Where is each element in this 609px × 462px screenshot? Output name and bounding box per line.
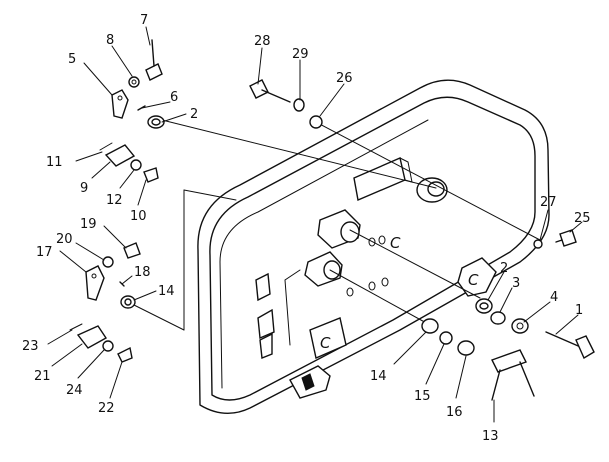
callout-7: 7: [140, 13, 148, 28]
callout-2-upper: 2: [190, 107, 198, 122]
callout-5: 5: [68, 52, 76, 67]
callout-16: 16: [446, 405, 463, 420]
callout-1: 1: [575, 303, 583, 318]
loose-parts: [69, 39, 595, 401]
callout-26: 26: [336, 71, 353, 86]
callout-19: 19: [80, 217, 97, 232]
callout-17: 17: [36, 245, 53, 260]
callout-15: 15: [414, 389, 431, 404]
callout-2-right: 2: [500, 261, 508, 276]
assembly-lines: [133, 119, 541, 331]
callout-21: 21: [34, 369, 51, 384]
panel-mark-upper: C: [390, 234, 401, 252]
callout-3: 3: [512, 276, 520, 291]
callout-8: 8: [106, 33, 114, 48]
callout-18: 18: [134, 265, 151, 280]
callout-20: 20: [56, 232, 73, 247]
callout-14-center: 14: [370, 369, 387, 384]
callout-labels: 1 2 2 3 4 5 6 7 8 9 10 11 12 13 14 14 15…: [22, 13, 591, 444]
panel-mark-pad: C: [320, 334, 331, 352]
callout-25: 25: [574, 211, 591, 226]
callout-11: 11: [46, 155, 63, 170]
panel-mark-bracket: C: [468, 271, 479, 289]
callout-10: 10: [130, 209, 147, 224]
housing: [197, 79, 550, 414]
callout-12: 12: [106, 193, 123, 208]
callout-29: 29: [292, 47, 309, 62]
callout-4: 4: [550, 290, 558, 305]
callout-6: 6: [170, 90, 178, 105]
callout-24: 24: [66, 383, 83, 398]
panel-marks: C C C: [320, 234, 479, 352]
callout-27: 27: [540, 195, 557, 210]
callout-28: 28: [254, 34, 271, 49]
callout-23: 23: [22, 339, 39, 354]
callout-22: 22: [98, 401, 115, 416]
housing-features: [255, 157, 497, 399]
callout-13: 13: [482, 429, 499, 444]
callout-14-left: 14: [158, 284, 175, 299]
callout-9: 9: [80, 181, 88, 196]
callout-leaders: [47, 26, 583, 423]
